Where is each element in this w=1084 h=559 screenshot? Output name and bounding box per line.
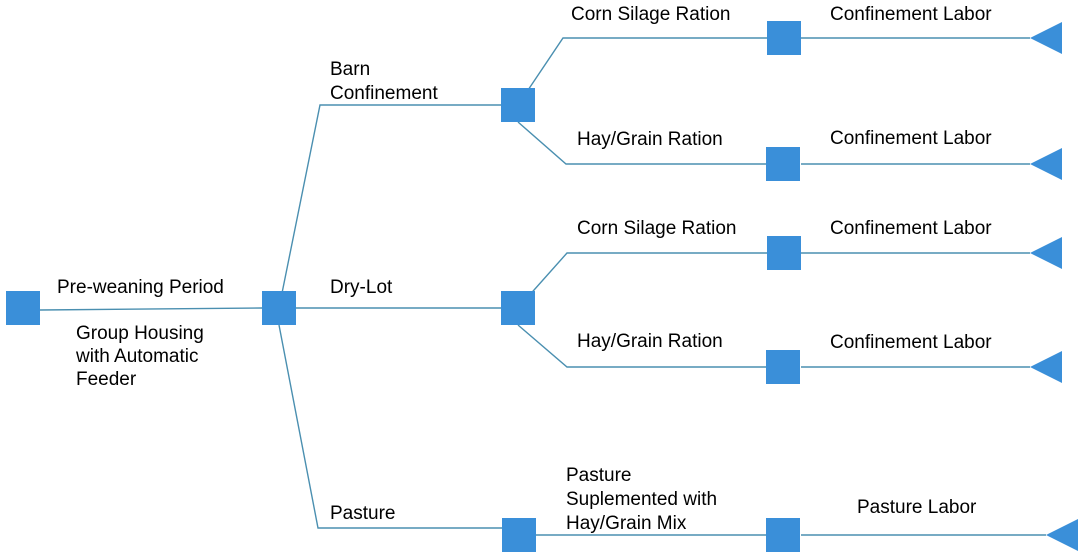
decision-node-drylot [501, 291, 535, 325]
terminal-node-4 [1030, 351, 1062, 383]
edge-drylot-to-hay-grain [517, 324, 767, 368]
decision-node-housing [262, 291, 296, 325]
decision-node-drylot-corn [767, 236, 801, 270]
decision-node-drylot-hay [766, 350, 800, 384]
label-pasture-labor: Pasture Labor [857, 497, 977, 518]
edge-drylot-to-corn-silage [517, 252, 767, 309]
label-corn-silage-ration-2: Corn Silage Ration [577, 218, 737, 239]
label-dry-lot: Dry-Lot [330, 277, 393, 298]
edge-barn-to-corn-silage [517, 37, 767, 106]
edge-root-to-preweaning [39, 307, 263, 311]
decision-node-root [6, 291, 40, 325]
decision-node-barn [501, 88, 535, 122]
decision-node-pasture [502, 518, 536, 552]
label-pasture-supplemented-line-3: Hay/Grain Mix [566, 513, 687, 534]
label-confinement-labor-3: Confinement Labor [830, 218, 992, 239]
label-confinement-labor-2: Confinement Labor [830, 128, 992, 149]
label-group-housing-line-3: Feeder [76, 369, 137, 390]
label-barn-confinement: Barn Confinement [330, 58, 438, 106]
decision-node-pasture-mix [766, 518, 800, 552]
label-corn-silage-ration-1: Corn Silage Ration [571, 4, 731, 25]
label-group-housing-line-2: with Automatic [76, 346, 199, 367]
decision-node-barn-corn [767, 21, 801, 55]
label-barn-confinement-line-1: Barn [330, 59, 371, 80]
label-pasture-supplemented-line-1: Pasture [566, 465, 632, 486]
label-barn-confinement-line-2: Confinement [330, 83, 438, 104]
decision-node-barn-hay [766, 147, 800, 181]
terminal-node-5 [1046, 519, 1078, 551]
label-group-housing: Group Housing with Automatic Feeder [76, 322, 204, 391]
edge-to-pasture [278, 324, 502, 529]
label-pasture-supplemented-line-2: Suplemented with [566, 489, 718, 510]
label-confinement-labor-4: Confinement Labor [830, 332, 992, 353]
edge-barn-to-hay-grain [517, 121, 767, 165]
label-pasture-supplemented: Pasture Suplemented with Hay/Grain Mix [566, 464, 717, 536]
label-hay-grain-ration-1: Hay/Grain Ration [577, 129, 723, 150]
label-pasture: Pasture [330, 503, 396, 524]
terminal-node-2 [1030, 148, 1062, 180]
terminal-node-1 [1030, 22, 1062, 54]
label-hay-grain-ration-2: Hay/Grain Ration [577, 331, 723, 352]
edge-to-barn-confinement [278, 104, 502, 309]
terminal-node-3 [1030, 237, 1062, 269]
label-confinement-labor-1: Confinement Labor [830, 4, 992, 25]
label-group-housing-line-1: Group Housing [76, 323, 204, 344]
label-pre-weaning-period: Pre-weaning Period [57, 277, 224, 298]
